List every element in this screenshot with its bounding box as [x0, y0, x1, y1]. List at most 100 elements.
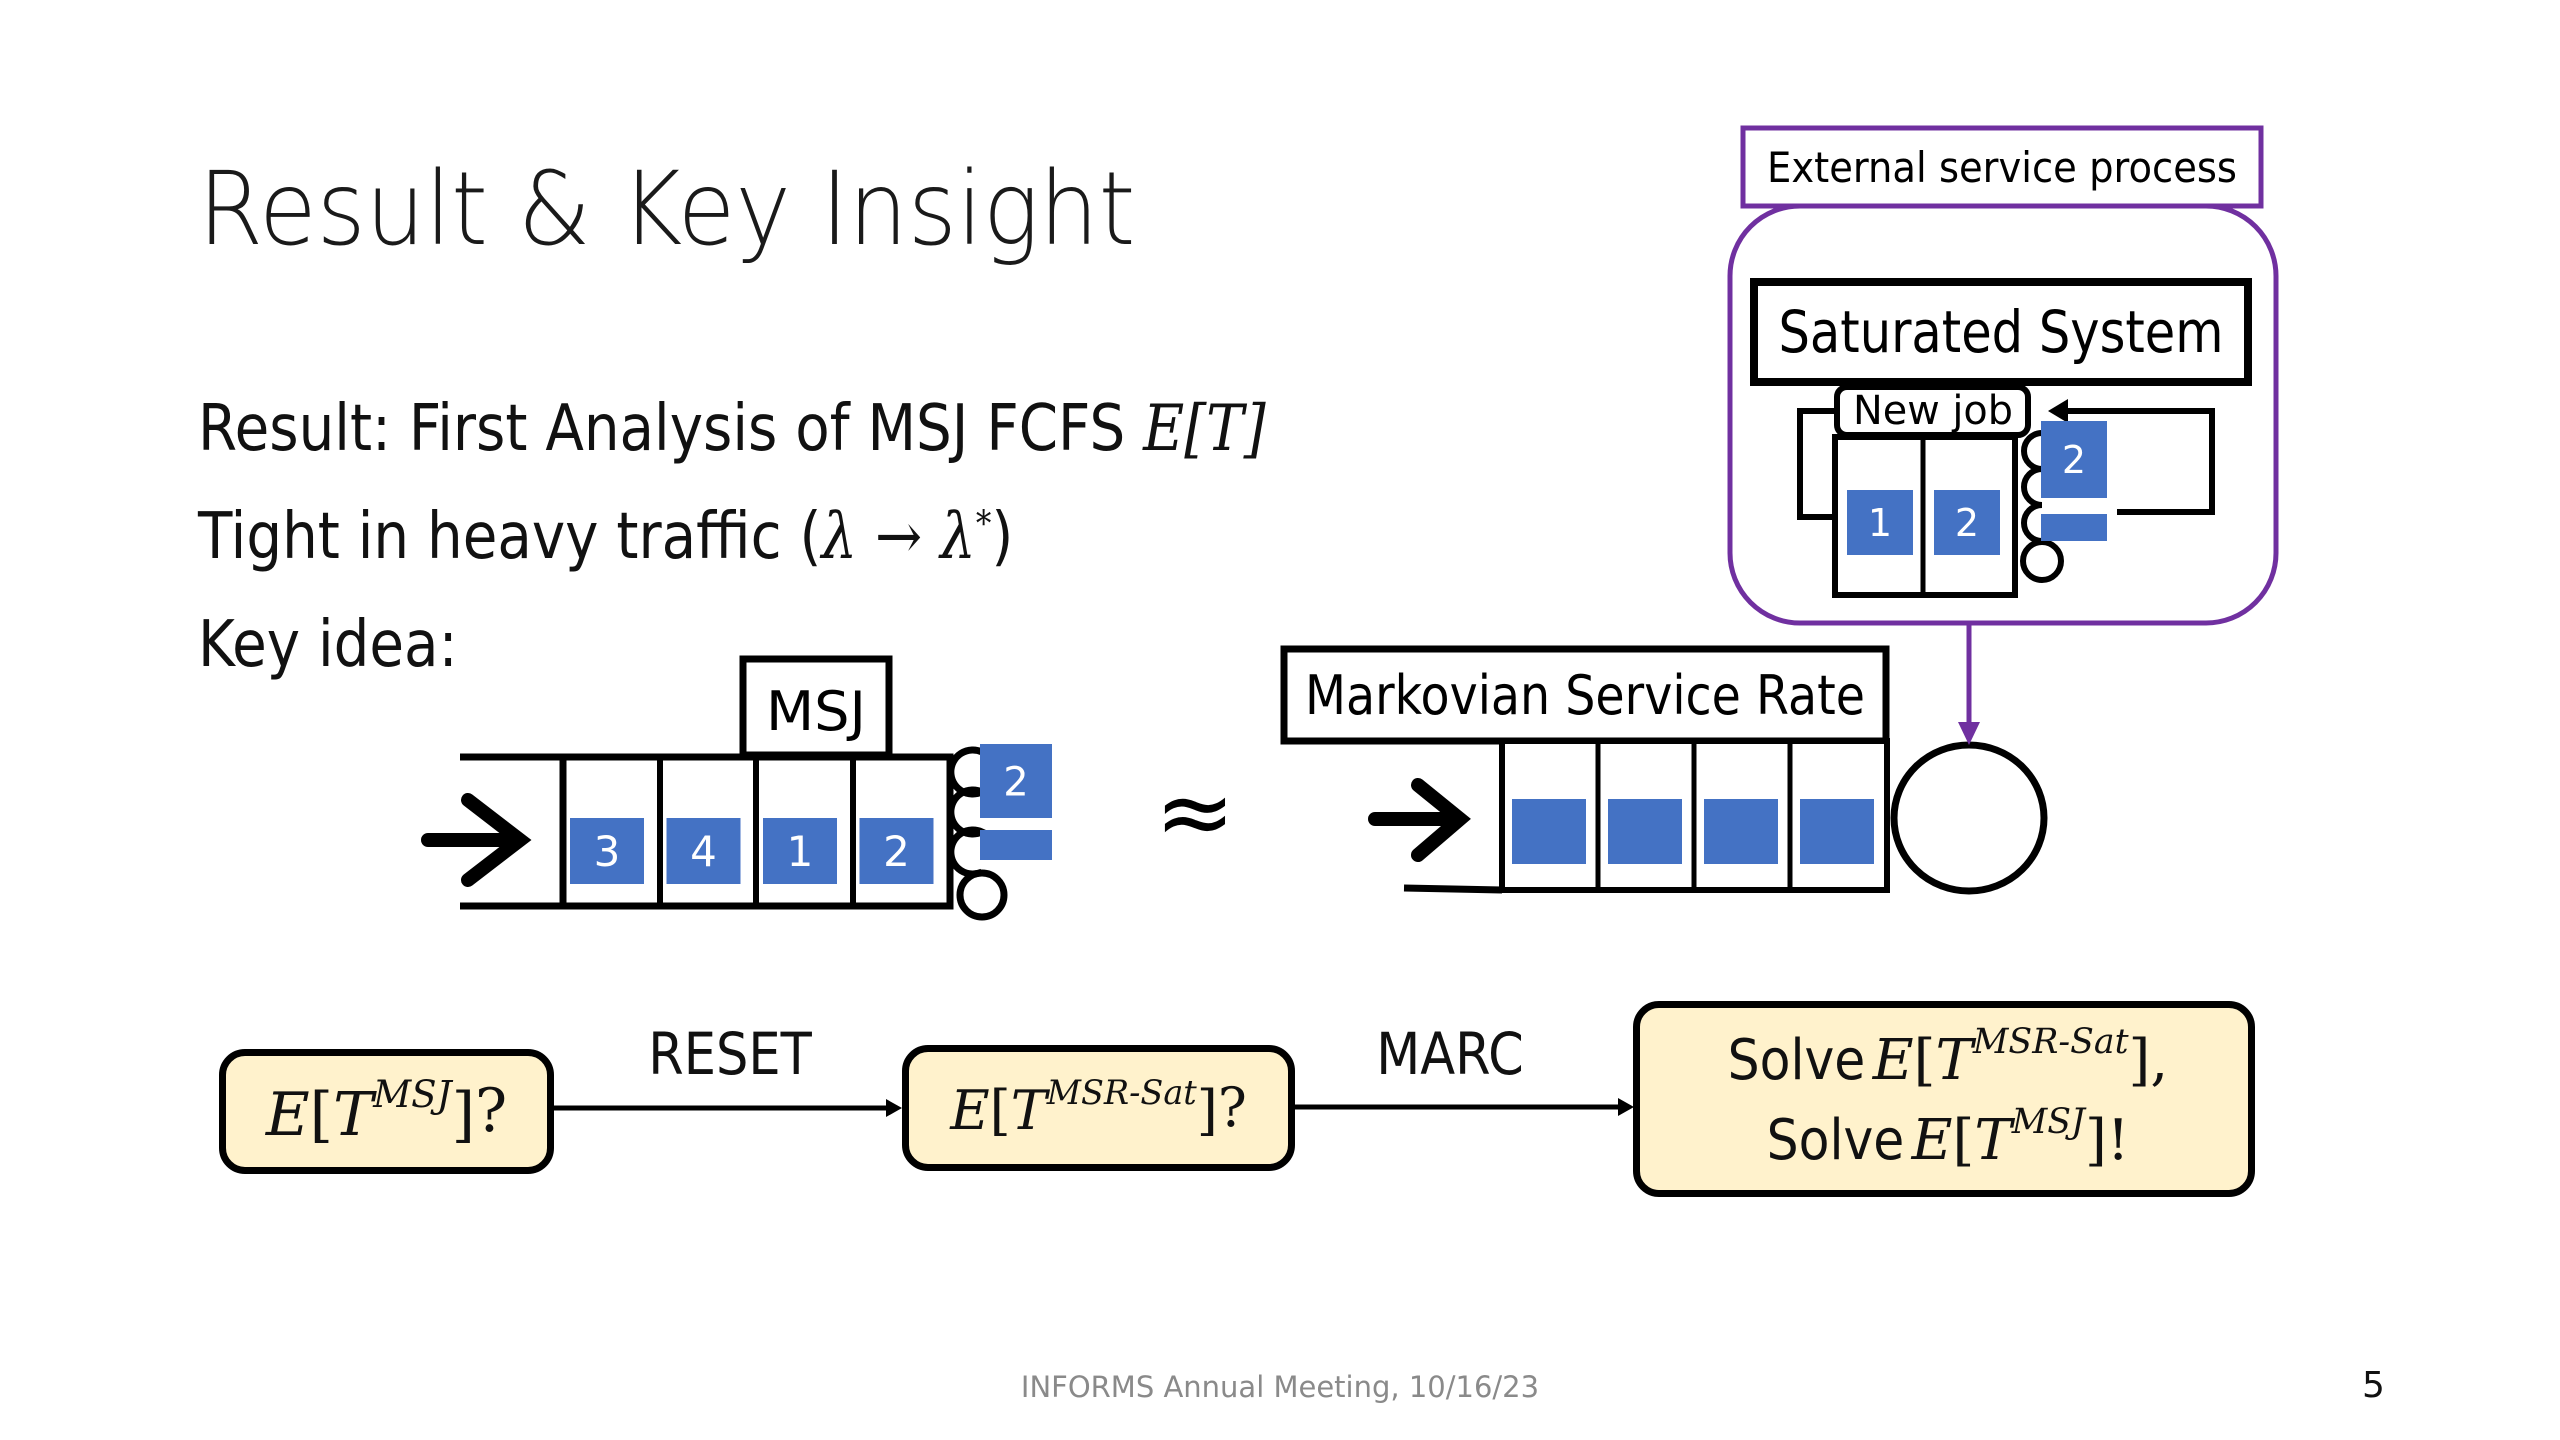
marc-arrow-head-icon [1618, 1098, 1634, 1116]
msj-server-job [980, 830, 1052, 860]
page-number: 5 [2362, 1365, 2385, 1406]
bullet-result: Result: First Analysis of MSJ FCFS E[T] [198, 392, 1266, 466]
job-label: 2 [883, 827, 910, 876]
saturated-loop-arrow-back-icon [2048, 399, 2068, 423]
msj-server-coils-icon [947, 746, 991, 878]
msj-queue-job: 2 [859, 818, 934, 884]
job-label: 3 [594, 827, 621, 876]
saturated-queue-job: 1 [1847, 490, 1913, 555]
external-service-process: External service process Saturated Syste… [1727, 125, 2279, 745]
close-paren: ) [991, 500, 1014, 574]
msr-server-circle-icon [1890, 741, 2048, 895]
job-block [763, 818, 837, 884]
msr-queue-bottom-wall [1403, 884, 1503, 894]
solve-word: Solve [1766, 1108, 1904, 1174]
msr-label: Markovian Service Rate [1305, 664, 1865, 727]
flow-step-solve-content: Solve E[TMSR-Sat], Solve E[TMSJ]! [1720, 1019, 2168, 1178]
saturated-loop-right [2065, 408, 2215, 515]
job-block [980, 744, 1052, 818]
msj-queue-job: 4 [666, 818, 741, 884]
external-label: External service process [1767, 143, 2237, 192]
solve-line-2: Solve E[TMSJ]! [1720, 1099, 2168, 1179]
superscript: MSJ [373, 1071, 452, 1116]
job-label: 2 [1003, 759, 1028, 805]
msr-queue-job [1704, 799, 1778, 864]
job-block [1847, 490, 1913, 555]
saturated-loop-left [1797, 408, 1855, 520]
job-block [666, 818, 741, 884]
job-label: 4 [690, 827, 717, 876]
flow-step-msr-sat-expr: E[TMSR-Sat] [950, 1072, 1218, 1142]
saturated-label: Saturated System [1779, 298, 2224, 366]
star-superscript: * [975, 503, 992, 545]
flow-step-msj-expr: E[TMSJ] [265, 1071, 475, 1150]
job-label: 1 [787, 827, 814, 876]
arrow-symbol: → [857, 500, 941, 574]
lambda-symbol: λ [821, 500, 858, 574]
msj-server-circle-icon [956, 869, 1008, 921]
saturated-server-job [2041, 514, 2107, 541]
saturated-server-circle-icon [2020, 539, 2064, 583]
msr-system: Markovian Service Rate [1280, 645, 2048, 895]
expectation-symbol: E [950, 1078, 990, 1142]
superscript: MSR-Sat [1046, 1072, 1197, 1112]
footer-text: INFORMS Annual Meeting, 10/16/23 [1020, 1370, 1540, 1404]
msr-queue-job [1512, 799, 1586, 864]
reset-arrow-head-icon [886, 1099, 902, 1117]
msj-queue-job: 3 [570, 818, 644, 884]
new-job-label: New job [1853, 388, 2013, 434]
msj-label-box [739, 655, 893, 759]
job-block [1800, 799, 1874, 864]
bullet-key-idea: Key idea: [198, 608, 458, 682]
solve-word: Solve [1727, 1028, 1866, 1094]
job-block [1512, 799, 1586, 864]
superscript: MSR-Sat [1972, 1022, 2129, 1063]
superscript: MSJ [2011, 1102, 2085, 1142]
job-block [1704, 799, 1778, 864]
flow-step-msj: E[TMSJ]? [219, 1049, 554, 1174]
reset-label: RESET [648, 1020, 812, 1088]
solve-line-1: Solve E[TMSR-Sat], [1720, 1019, 2168, 1099]
msj-server-job: 2 [980, 744, 1052, 818]
job-block [570, 818, 644, 884]
expectation-symbol: E [265, 1079, 310, 1150]
approx-symbol: ≈ [1155, 756, 1235, 868]
external-rounded-frame [1727, 203, 2279, 626]
flow-step-msr-sat-suffix: ? [1217, 1076, 1247, 1140]
job-block [859, 818, 934, 884]
msr-arrival-arrow-icon [1368, 778, 1471, 862]
external-label-box [1740, 125, 2264, 209]
saturated-queue-job: 2 [1934, 490, 2000, 555]
solve-line-1-suffix: , [2150, 1028, 2169, 1094]
bullet-heavy-traffic-text: Tight in heavy traffic ( [198, 500, 822, 574]
job-label: 2 [2062, 438, 2086, 482]
flow-step-msr-sat: E[TMSR-Sat]? [902, 1045, 1295, 1171]
msj-label: MSJ [766, 680, 866, 743]
msr-label-box [1280, 645, 1890, 745]
saturated-servers [2020, 430, 2064, 583]
slide-title: Result & Key Insight [198, 150, 1136, 269]
msj-queue-job: 1 [763, 818, 837, 884]
saturated-label-box [1750, 278, 2252, 386]
job-label: 1 [1868, 501, 1892, 545]
msr-queue-job [1800, 799, 1874, 864]
msj-arrival-arrow-icon [421, 793, 532, 887]
job-block [2041, 514, 2107, 541]
marc-label: MARC [1376, 1020, 1524, 1088]
flow-step-msj-suffix: ? [474, 1076, 508, 1146]
saturated-server-job: 2 [2041, 421, 2107, 498]
job-block [980, 830, 1052, 860]
flow-step-solve: Solve E[TMSR-Sat], Solve E[TMSJ]! [1633, 1001, 2255, 1197]
job-label: 2 [1955, 501, 1979, 545]
bullet-result-text: Result: First Analysis of MSJ FCFS [198, 392, 1144, 466]
job-block [1608, 799, 1682, 864]
lambda-star-symbol: λ [940, 500, 976, 574]
saturated-server-coils-icon [2021, 430, 2043, 544]
solve-line-2-suffix: ! [2106, 1108, 2130, 1174]
external-to-server-arrow-icon [1958, 722, 1980, 745]
bullet-result-math: E[T] [1143, 392, 1266, 466]
job-block [1934, 490, 2000, 555]
msj-system: MSJ 3 4 1 2 2 [421, 655, 1052, 921]
msj-servers [947, 746, 1008, 921]
